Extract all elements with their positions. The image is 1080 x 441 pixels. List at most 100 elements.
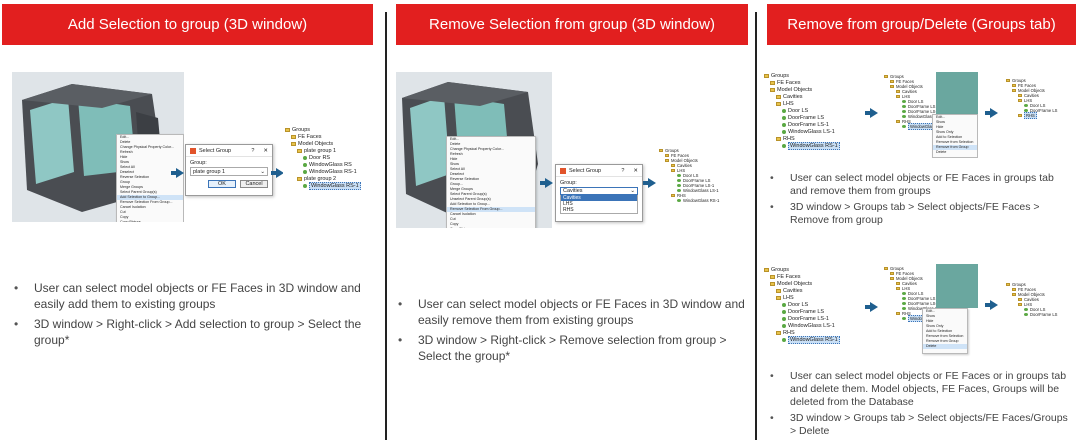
tree-node[interactable]: Groups	[884, 266, 948, 271]
menu-item[interactable]: Group	[120, 180, 130, 184]
menu-item[interactable]: Hide	[936, 125, 944, 129]
group-select[interactable]: plate group 1 ⌄	[190, 167, 268, 176]
menu-item[interactable]: Cancel Isolation	[120, 205, 146, 209]
tree-node[interactable]: RHS	[659, 193, 719, 198]
tree-node[interactable]: WindowGlass RS-1	[659, 198, 719, 203]
close-button[interactable]: ✕	[263, 147, 268, 154]
menu-item[interactable]: Deselect	[120, 170, 134, 174]
tree-node[interactable]: LHS	[884, 286, 948, 291]
group-select[interactable]: Cavities ⌄	[560, 187, 638, 195]
group-option[interactable]: Cavities	[561, 195, 637, 201]
group-option[interactable]: LHS	[563, 201, 573, 207]
menu-item[interactable]: Edit...	[120, 135, 130, 139]
menu-item[interactable]: Deselect	[450, 172, 464, 176]
tree-node[interactable]: RHS	[884, 311, 948, 316]
tree-node[interactable]: DoorFrame LS	[764, 114, 840, 121]
menu-item[interactable]: Edit...	[450, 137, 460, 141]
select-group-dialog-add[interactable]: Select Group ? ✕ Group: plate group 1 ⌄ …	[185, 144, 273, 196]
tree-node[interactable]: DoorFrame LS-1	[884, 109, 948, 114]
menu-item[interactable]: Select All	[450, 167, 465, 171]
tree-node[interactable]: Door LS	[1006, 103, 1057, 108]
tree-node[interactable]: FE Faces	[659, 153, 719, 158]
menu-item[interactable]: Show	[450, 162, 459, 166]
tree-node[interactable]: DoorFrame LS	[659, 178, 719, 183]
tree-node[interactable]: WindowGlass LS-1	[884, 114, 948, 119]
tree-node[interactable]: WindowGlass LS-1	[764, 128, 840, 135]
tree-node[interactable]: FE Faces	[764, 273, 840, 280]
tree-node[interactable]: Model Objects	[1006, 88, 1057, 93]
menu-item[interactable]: Unselect Parent Group(s)	[450, 197, 491, 201]
menu-item[interactable]: Reverse Selection	[120, 175, 150, 179]
menu-item[interactable]: Show Only	[936, 130, 954, 134]
tree-node[interactable]: Door LS	[1006, 307, 1057, 312]
menu-item[interactable]: Delete	[936, 150, 947, 154]
tree-node[interactable]: WindowGlass LS-1	[764, 322, 840, 329]
tree-node[interactable]: FE Faces	[884, 271, 948, 276]
menu-item[interactable]: Hide	[120, 155, 128, 159]
tree-node[interactable]: Door LS	[884, 99, 948, 104]
tree-node[interactable]: Model Objects	[1006, 292, 1057, 297]
menu-item[interactable]: Show	[120, 160, 129, 164]
menu-item[interactable]: Cut	[450, 217, 456, 221]
tree-node[interactable]: Groups	[659, 148, 719, 153]
tree-node[interactable]: plate group 2	[285, 175, 361, 182]
tree-node[interactable]: WindowGlass RS-1	[764, 141, 840, 150]
tree-node[interactable]: Cavities	[1006, 93, 1057, 98]
menu-item[interactable]: Remove from Group	[926, 339, 959, 343]
tree-node[interactable]: FE Faces	[1006, 83, 1057, 88]
tree-node[interactable]: DoorFrame LS-1	[764, 121, 840, 128]
tree-node[interactable]: DoorFrame LS	[1006, 108, 1057, 113]
tree-node[interactable]: Door LS	[884, 291, 948, 296]
tree-node[interactable]: RHS	[764, 135, 840, 142]
menu-item[interactable]: Remove Selection From Group...	[447, 207, 535, 212]
tree-node[interactable]: WindowGlass RS-1	[285, 181, 361, 190]
tree-node[interactable]: Groups	[884, 74, 948, 79]
menu-item[interactable]: Cut	[120, 210, 126, 214]
menu-item[interactable]: Reverse Selection	[450, 177, 480, 181]
group-option[interactable]: RHS	[563, 207, 574, 213]
menu-item[interactable]: Refresh	[120, 150, 133, 154]
menu-item[interactable]: Delete	[450, 142, 461, 146]
menu-item[interactable]: Select All	[120, 165, 135, 169]
help-button[interactable]: ?	[251, 147, 255, 154]
menu-item[interactable]: Merge Groups	[450, 187, 473, 191]
tree-node[interactable]: Cavities	[659, 163, 719, 168]
menu-item[interactable]: Add Selection to Group...	[450, 202, 491, 206]
ok-button[interactable]: OK	[208, 180, 236, 188]
menu-item[interactable]: Show Only	[926, 324, 944, 328]
tree-node[interactable]: Groups	[764, 72, 840, 79]
menu-item[interactable]: Show	[936, 120, 945, 124]
tree-node[interactable]: DoorFrame LS	[884, 296, 948, 301]
tree-node[interactable]: Model Objects	[764, 86, 840, 93]
tree-node[interactable]: Groups	[1006, 78, 1057, 83]
tree-node[interactable]: WindowGlass RS	[285, 161, 361, 168]
tree-node[interactable]: Cavities	[764, 287, 840, 294]
menu-item[interactable]: Edit...	[936, 115, 946, 119]
tree-node[interactable]: WindowGlass LS-1	[659, 188, 719, 193]
tree-node[interactable]: LHS	[1006, 302, 1057, 307]
tree-node[interactable]: Door RS	[285, 154, 361, 161]
tree-node[interactable]: LHS	[659, 168, 719, 173]
menu-item[interactable]: Remove from Selection	[936, 140, 974, 144]
tree-node[interactable]: Door LS	[764, 301, 840, 308]
menu-item[interactable]: Remove from Selection	[926, 334, 964, 338]
tree-node[interactable]: Model Objects	[764, 280, 840, 287]
menu-item[interactable]: Refresh	[450, 152, 463, 156]
tree-node[interactable]: RHS	[1006, 112, 1057, 119]
menu-item[interactable]: Select Parent Group(s)	[450, 192, 487, 196]
tree-node[interactable]: FE Faces	[884, 79, 948, 84]
tree-node[interactable]: Model Objects	[285, 140, 361, 147]
